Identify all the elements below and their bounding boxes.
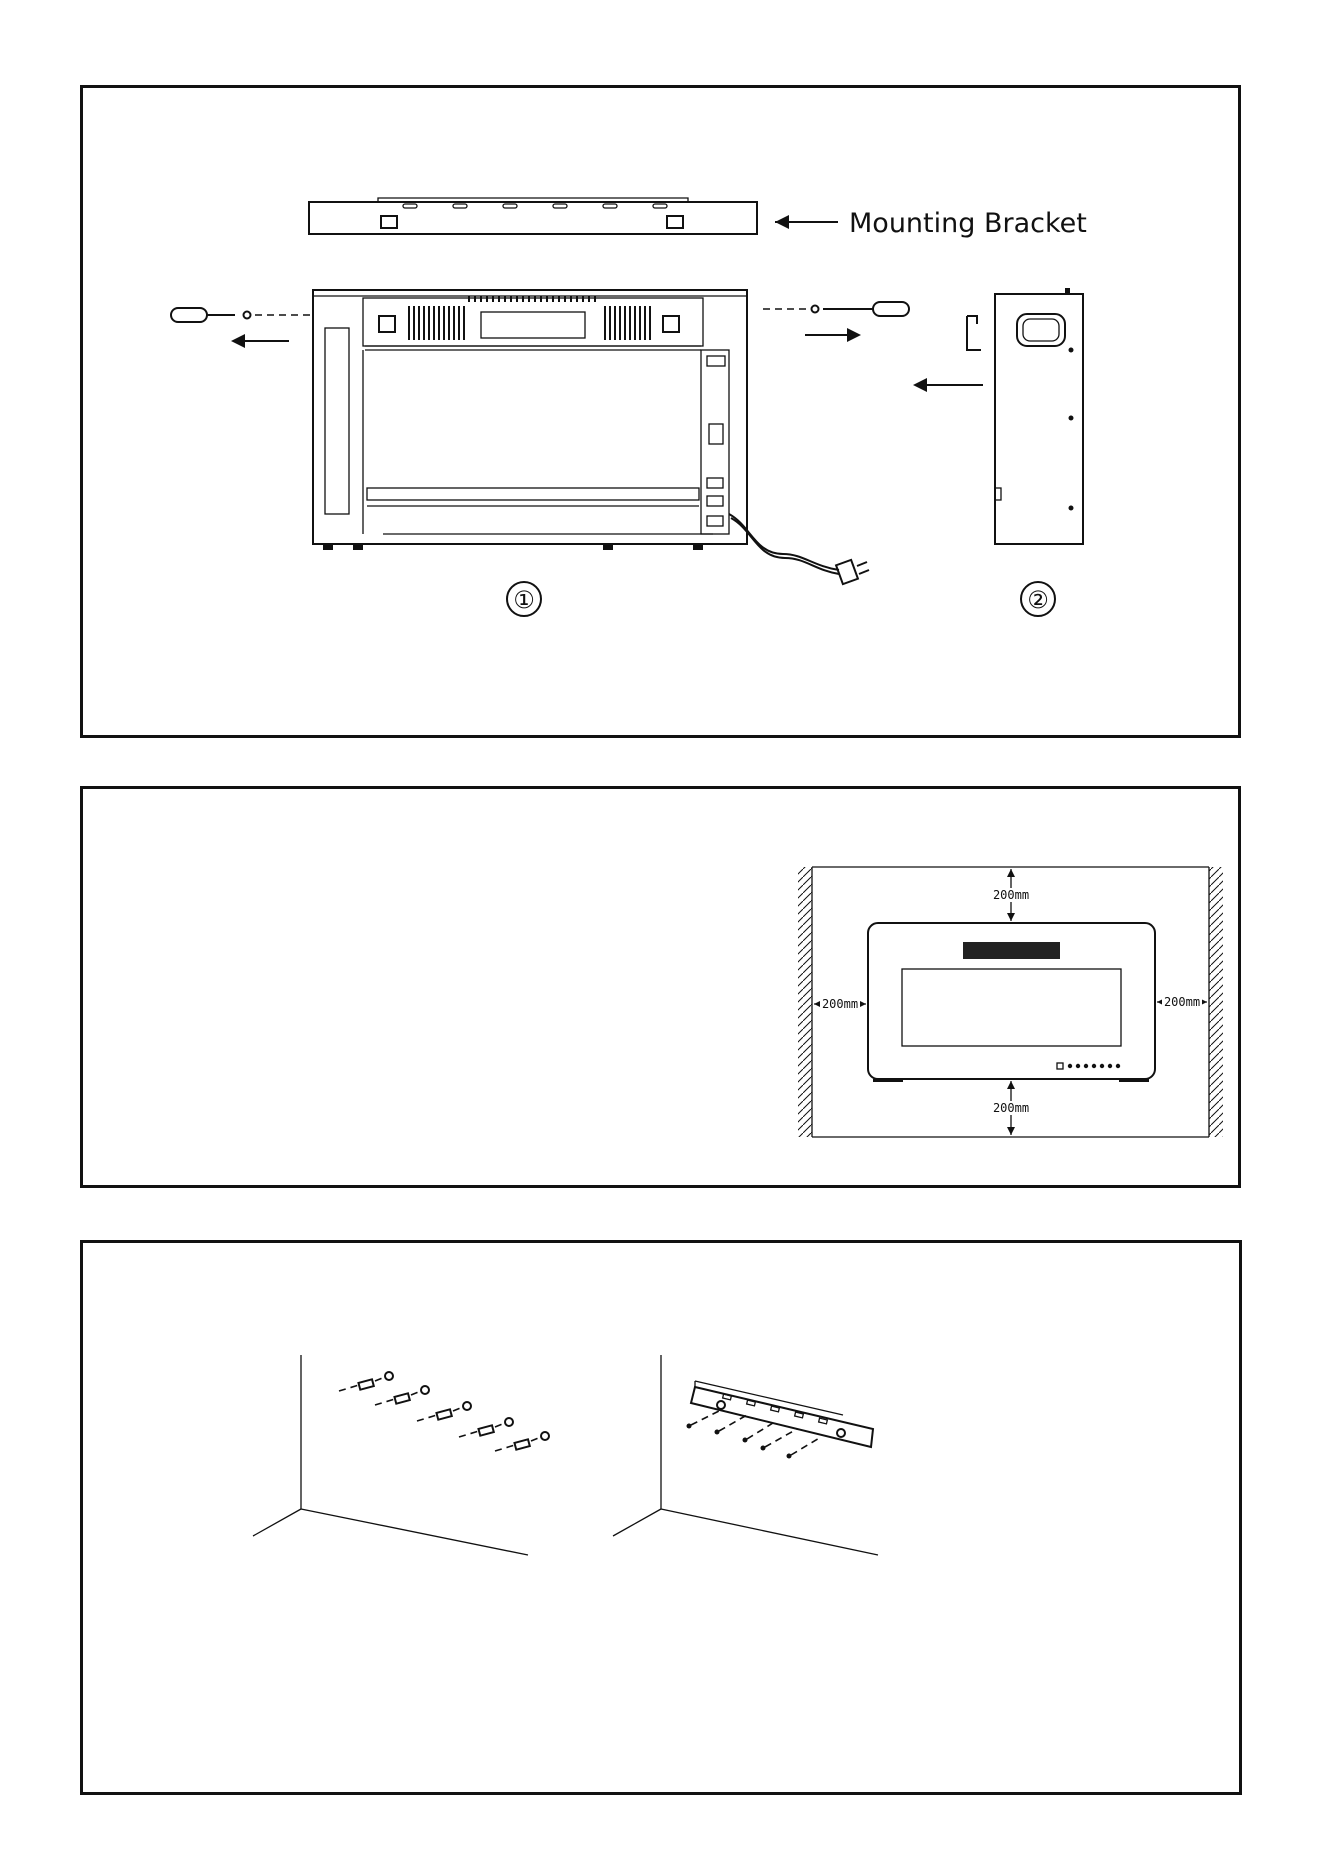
fireplace-unit bbox=[868, 923, 1155, 1082]
wall-right bbox=[1209, 867, 1223, 1137]
arrow-left-icon bbox=[775, 215, 838, 229]
svg-text:②: ② bbox=[1027, 586, 1049, 614]
svg-text:①: ① bbox=[513, 586, 535, 614]
exploded-diagram: Mounting Bracket bbox=[83, 88, 1244, 741]
panel-clearance: 200mm 200mm 200mm 200mm bbox=[80, 786, 1241, 1188]
dimension-right: 200mm bbox=[1157, 995, 1207, 1009]
side-unit bbox=[967, 288, 1083, 544]
bracket-icon bbox=[691, 1381, 873, 1447]
vent-right bbox=[605, 306, 650, 340]
svg-text:200mm: 200mm bbox=[822, 997, 858, 1011]
wall-left bbox=[798, 867, 812, 1137]
vent-left bbox=[409, 306, 464, 340]
svg-text:200mm: 200mm bbox=[993, 1101, 1029, 1115]
wall-mounting-diagram bbox=[83, 1243, 1245, 1798]
wall-anchor-icon bbox=[339, 1372, 549, 1451]
dimension-top: 200mm bbox=[991, 869, 1031, 921]
svg-text:200mm: 200mm bbox=[1164, 995, 1200, 1009]
arrow-left-icon bbox=[913, 378, 983, 392]
screwdriver-icon bbox=[812, 302, 910, 316]
wall-corner-left bbox=[253, 1355, 528, 1555]
dimension-bottom: 200mm bbox=[991, 1081, 1031, 1135]
main-unit bbox=[313, 290, 869, 584]
screwdriver-icon bbox=[171, 308, 251, 322]
mounting-bracket-label: Mounting Bracket bbox=[849, 208, 1087, 239]
panel-wall-mounting bbox=[80, 1240, 1242, 1795]
part-number-2: ② bbox=[1021, 582, 1055, 616]
screw-icon bbox=[687, 1409, 822, 1459]
part-number-1: ① bbox=[507, 582, 541, 616]
clearance-diagram: 200mm 200mm 200mm 200mm bbox=[83, 789, 1244, 1191]
arrow-right-icon bbox=[805, 328, 861, 342]
mounting-bracket bbox=[309, 198, 757, 234]
dimension-left: 200mm bbox=[814, 997, 866, 1011]
panel-exploded-view: Mounting Bracket bbox=[80, 85, 1241, 738]
svg-text:200mm: 200mm bbox=[993, 888, 1029, 902]
arrow-left-icon bbox=[231, 334, 289, 348]
wall-corner-right bbox=[613, 1355, 878, 1555]
